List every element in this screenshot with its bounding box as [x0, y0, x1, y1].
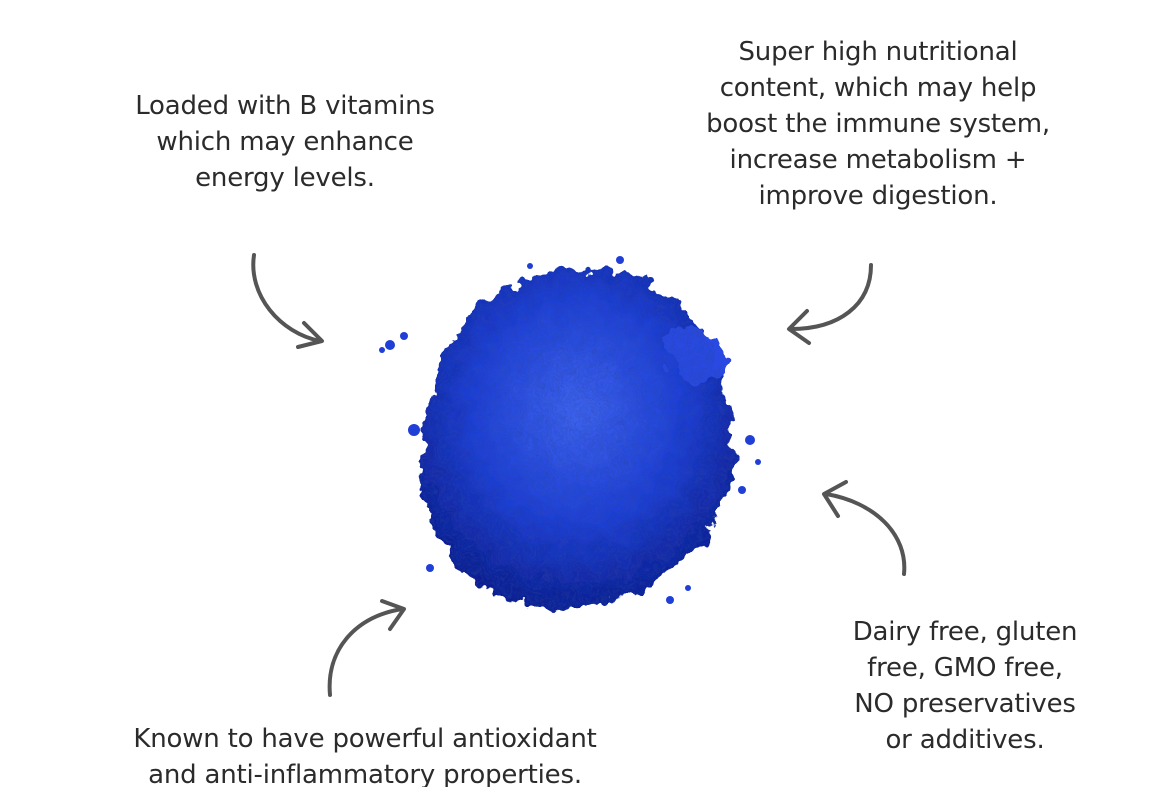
callout-line: which may enhance — [156, 127, 414, 157]
callout-line: improve digestion. — [758, 181, 998, 211]
callout-line: increase metabolism + — [729, 145, 1027, 175]
callout-b-vitamins: Loaded with B vitamins which may enhance… — [95, 88, 475, 196]
curved-arrow-icon — [787, 263, 873, 345]
callout-line: boost the immune system, — [706, 109, 1050, 139]
callout-antioxidant: Known to have powerful antioxidant and a… — [90, 721, 640, 787]
callout-line: or additives. — [885, 725, 1045, 755]
callout-free-from: Dairy free, gluten free, GMO free, NO pr… — [820, 614, 1110, 758]
callout-nutrition: Super high nutritional content, which ma… — [668, 34, 1088, 214]
callout-line: Super high nutritional — [738, 37, 1018, 67]
callout-line: free, GMO free, — [867, 653, 1063, 683]
callout-line: Known to have powerful antioxidant — [133, 724, 597, 754]
callout-line: energy levels. — [195, 163, 375, 193]
curved-arrow-icon — [822, 480, 907, 576]
callout-line: Dairy free, gluten — [852, 617, 1078, 647]
callout-line: and anti-inflammatory properties. — [148, 760, 582, 787]
callout-line: Loaded with B vitamins — [135, 91, 435, 121]
curved-arrow-icon — [251, 253, 324, 349]
curved-arrow-icon — [327, 599, 406, 697]
callout-line: content, which may help — [719, 73, 1037, 103]
blue-powder-pile — [379, 256, 761, 607]
callout-line: NO preservatives — [854, 689, 1076, 719]
